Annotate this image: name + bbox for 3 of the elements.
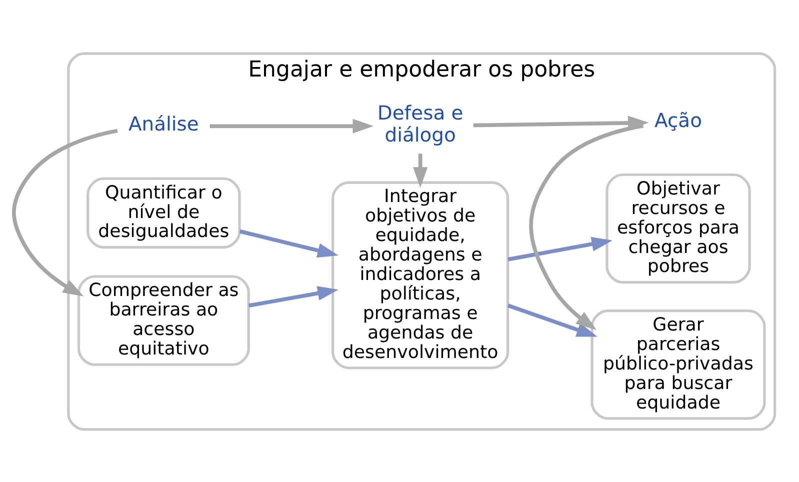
node-text: Análise [128, 112, 199, 136]
node-text: Defesa e diálogo [377, 101, 464, 146]
node-text: Ação [654, 108, 702, 132]
